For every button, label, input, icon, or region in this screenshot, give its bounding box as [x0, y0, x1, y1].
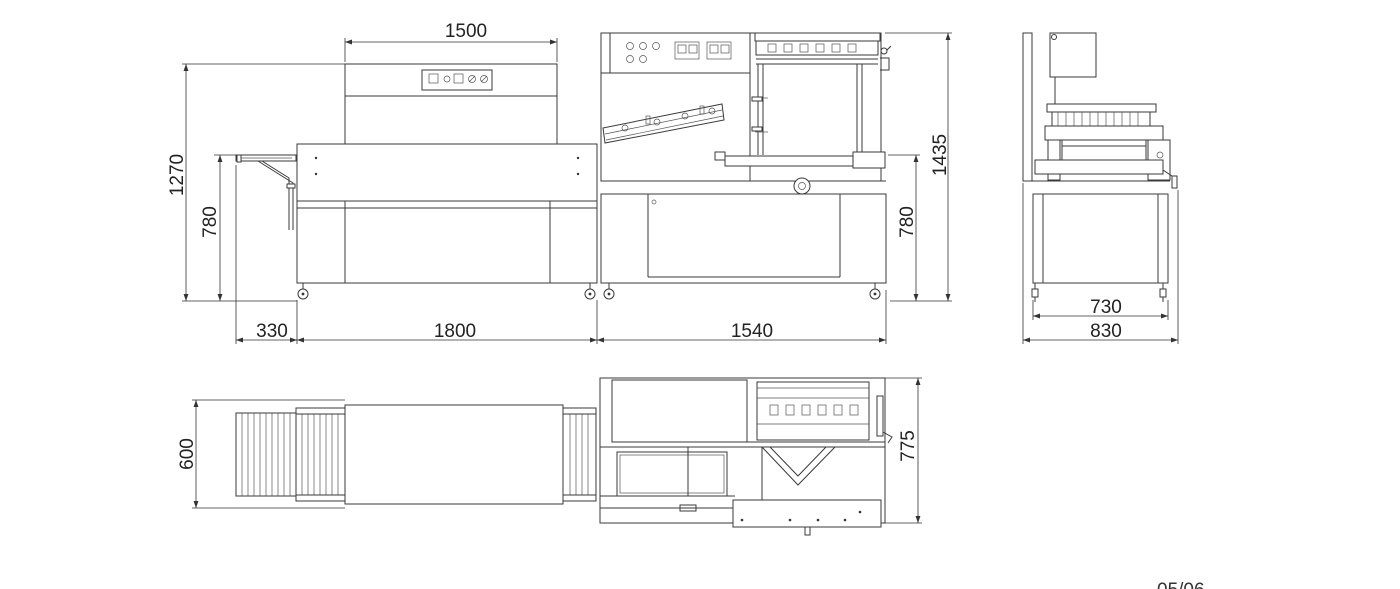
dim-1540-label: 1540 [731, 321, 773, 342]
dim-sealer-table-height: 780 [888, 154, 920, 301]
dim-top-sealer-width: 775 [885, 377, 922, 524]
dim-1270-label: 1270 [167, 154, 188, 196]
dim-front-top-width: 1500 [344, 21, 558, 62]
front-view-sealer [600, 32, 892, 300]
dim-1500-label: 1500 [445, 21, 487, 42]
side-view-sealer [1022, 32, 1178, 302]
dim-775-label: 775 [898, 430, 919, 462]
dim-front-left-height: 780 [200, 154, 236, 301]
front-view-tunnel [235, 63, 598, 300]
dim-front-total-height: 1270 [167, 63, 345, 302]
sealer-control-panel [626, 41, 732, 63]
dim-330-label: 330 [256, 321, 288, 342]
tunnel-control-panel [421, 69, 493, 91]
dim-side-widths: 730 830 [1022, 183, 1179, 344]
dim-top-tunnel-width: 600 [177, 399, 345, 509]
dim-600-label: 600 [177, 438, 198, 470]
page-number: 05/06 [1157, 580, 1205, 589]
top-view-tunnel [235, 404, 597, 505]
dim-1435-label: 1435 [930, 134, 951, 176]
dim-1800-label: 1800 [434, 321, 476, 342]
tunnel-casters [297, 283, 596, 300]
top-view-sealer [599, 377, 893, 536]
dim-bottom-chain: 330 1800 1540 [235, 165, 887, 344]
dim-780-left-label: 780 [200, 206, 221, 238]
dim-830-label: 830 [1090, 321, 1122, 342]
dim-sealer-total-height: 1435 [885, 32, 952, 302]
dim-730-label: 730 [1090, 297, 1122, 318]
dim-780-right-label: 780 [897, 206, 918, 238]
